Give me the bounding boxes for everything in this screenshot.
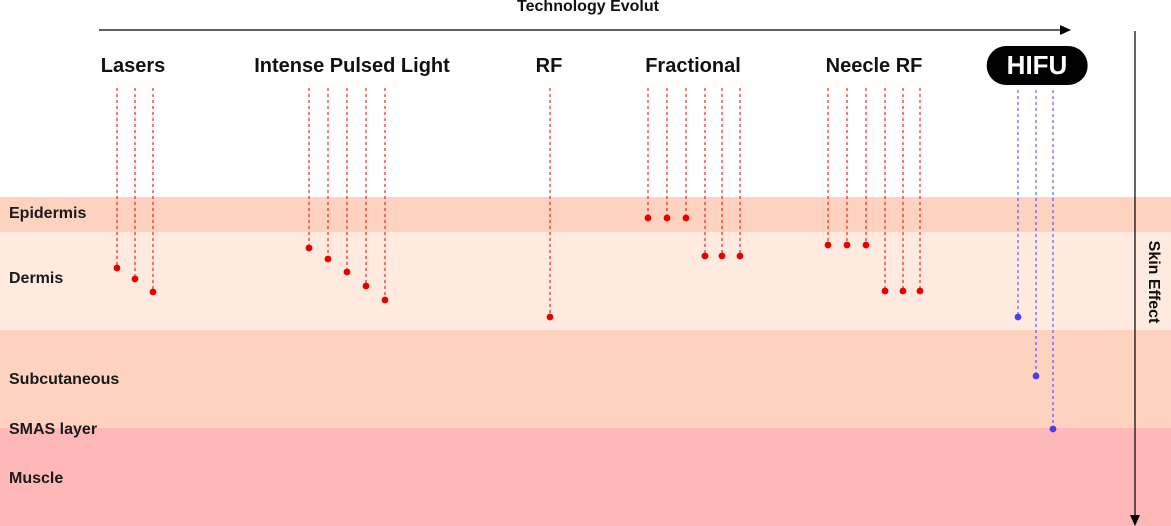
needle-rf-dot-2 <box>843 241 851 249</box>
layer-label-dermis: Dermis <box>9 270 64 287</box>
dermis-band <box>0 232 1171 330</box>
horizontal-axis-arrowhead <box>1060 25 1071 35</box>
needle-rf-dot-4 <box>881 287 889 295</box>
tech-label-fractional: Fractional <box>645 55 741 77</box>
axis-arrows <box>99 25 1140 526</box>
layer-label-subcutaneous: Subcutaneous <box>9 371 120 388</box>
tech-label-ipl: Intense Pulsed Light <box>254 55 450 77</box>
layer-label-muscle: Muscle <box>9 470 64 487</box>
needle-rf-dot-6 <box>916 287 924 295</box>
ipl-dot-3 <box>343 268 351 276</box>
hifu-dot-2 <box>1032 372 1040 380</box>
fractional-dot-2 <box>663 214 671 222</box>
layer-label-smas: SMAS layer <box>9 421 98 438</box>
lasers-dot-2 <box>131 275 139 283</box>
horizontal-axis-title: Technology Evolut <box>517 0 659 15</box>
fractional-dot-6 <box>736 252 744 260</box>
rf-dot-1 <box>546 313 554 321</box>
fractional-dot-3 <box>682 214 690 222</box>
ipl-dot-5 <box>381 296 389 304</box>
lasers-dot-1 <box>113 264 121 272</box>
fractional-dot-5 <box>718 252 726 260</box>
needle-rf-dot-5 <box>899 287 907 295</box>
tech-label-lasers: Lasers <box>100 55 166 77</box>
ipl-dot-4 <box>362 282 370 290</box>
muscle-band <box>0 428 1171 526</box>
tech-label-rf: RF <box>535 55 563 77</box>
depth-markers <box>113 88 1057 433</box>
vertical-axis-arrowhead <box>1130 515 1140 526</box>
ipl-dot-1 <box>305 244 313 252</box>
tech-label-needle-rf: Neecle RF <box>825 55 923 77</box>
hifu-dot-1 <box>1014 313 1022 321</box>
lasers-dot-3 <box>149 288 157 296</box>
tech-label-hifu: HIFU <box>986 46 1088 85</box>
hifu-dot-3 <box>1049 425 1057 433</box>
layer-label-epidermis: Epidermis <box>9 205 87 222</box>
fractional-dot-4 <box>701 252 709 260</box>
needle-rf-dot-1 <box>824 241 832 249</box>
subcutaneous-band <box>0 330 1171 428</box>
fractional-dot-1 <box>644 214 652 222</box>
needle-rf-dot-3 <box>862 241 870 249</box>
ipl-dot-2 <box>324 255 332 263</box>
epidermis-band <box>0 197 1171 232</box>
